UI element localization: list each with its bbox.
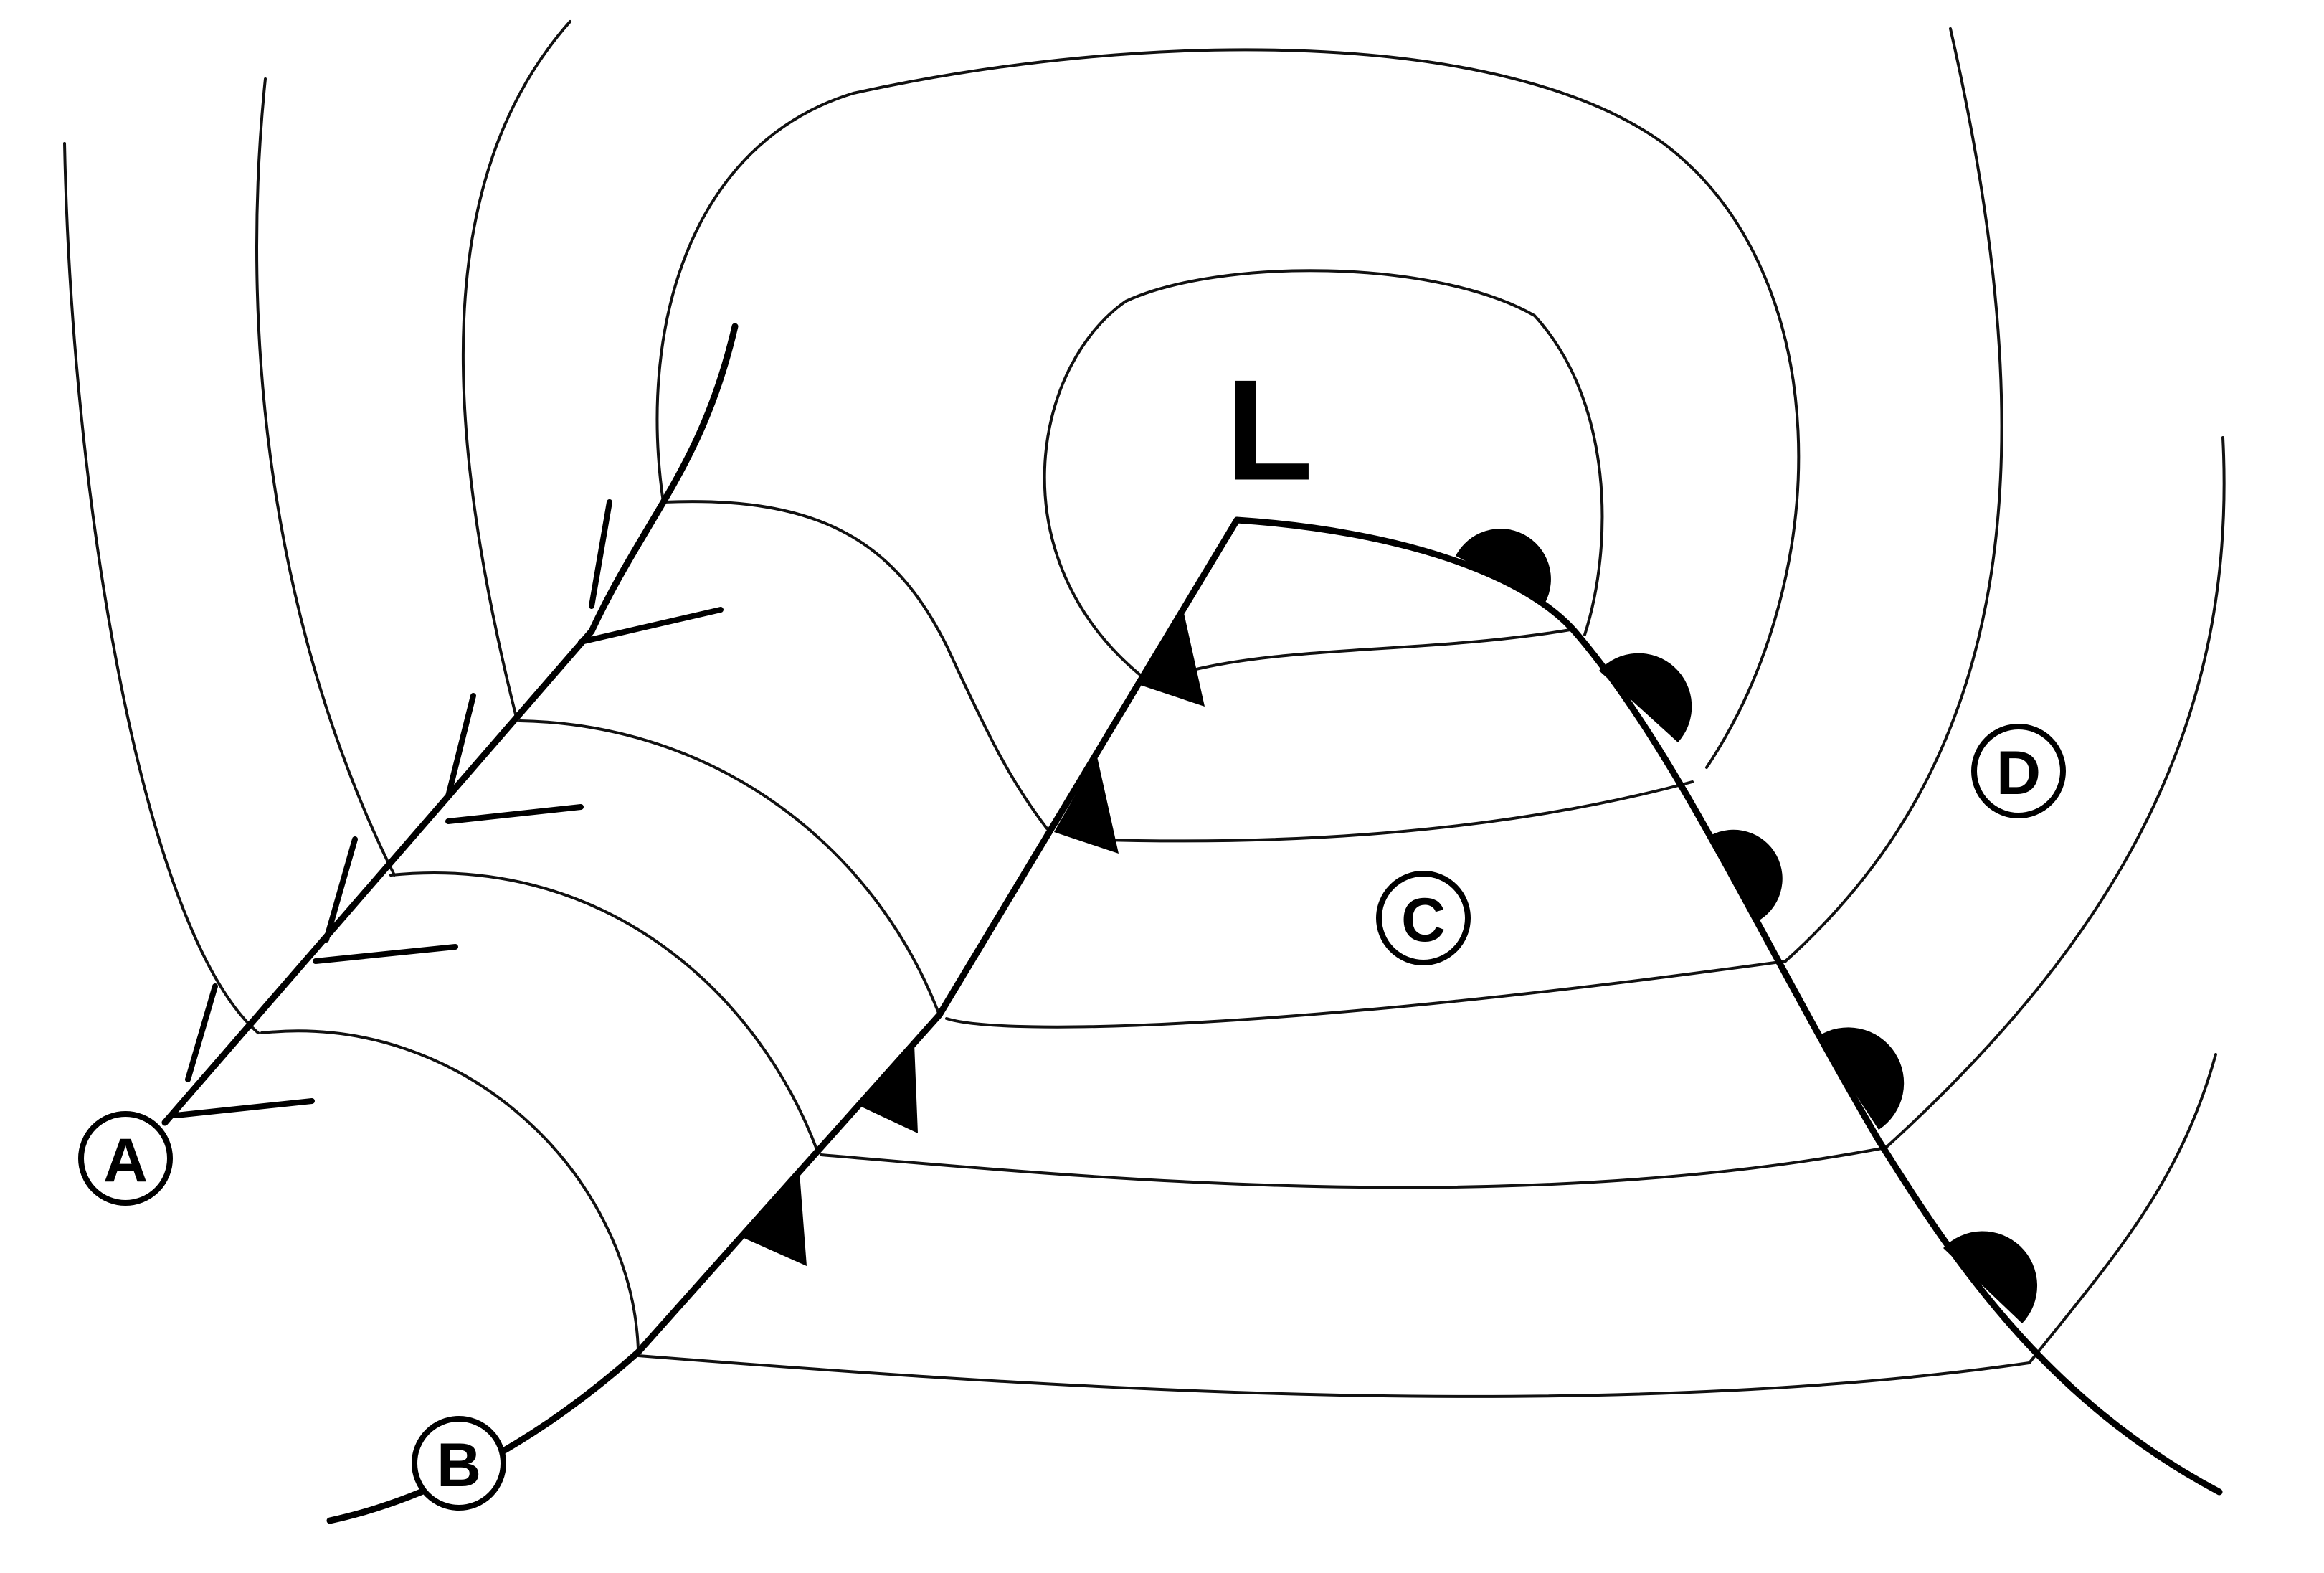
point-b-label: B <box>437 1431 481 1500</box>
isobar-inner-loop <box>1043 269 1604 679</box>
isobar-warm-sector-5 <box>637 1354 2031 1398</box>
warm-front-semicircle <box>1943 1231 2038 1323</box>
isobar-cold-sector-3 <box>389 871 819 1153</box>
occluded-front-barbs <box>173 499 724 1118</box>
cold-front-triangle <box>742 1173 807 1266</box>
point-a-marker: A <box>78 1111 173 1206</box>
isobar-cold-sector-4 <box>260 1029 640 1350</box>
isobar-left-3 <box>461 20 571 719</box>
warm-front-semicircles <box>1456 529 2038 1323</box>
isobar-warm-sector-2 <box>1081 780 1694 843</box>
isobar-outer-loop <box>655 48 1801 769</box>
isobar-east-1 <box>1784 27 2003 963</box>
isobar-east-2 <box>1884 436 2226 1149</box>
point-d-label: D <box>1996 739 2041 808</box>
cold-front-line <box>326 516 1241 1524</box>
isobar-east-3 <box>2028 1053 2217 1364</box>
warm-front-semicircle <box>1710 829 1783 922</box>
cold-front-triangle <box>1054 757 1119 854</box>
occluded-front-line <box>161 323 739 1126</box>
point-c-label: C <box>1401 886 1446 955</box>
low-pressure-label: L <box>1225 351 1313 511</box>
point-b-marker: B <box>412 1416 506 1511</box>
warm-front-semicircle <box>1456 529 1551 603</box>
isobar-cold-sector-2 <box>518 719 941 1016</box>
isobar-left-2 <box>255 77 396 877</box>
cold-front-triangles <box>742 610 1205 1266</box>
cold-front-triangle <box>857 1044 918 1133</box>
warm-front-semicircle <box>1599 653 1692 742</box>
point-d-marker: D <box>1971 724 2066 818</box>
warm-front-line <box>1233 516 2223 1496</box>
isobar-warm-sector-4 <box>820 1146 1887 1189</box>
isobar-warm-sector-1 <box>1189 628 1572 672</box>
cold-front-triangle <box>1140 610 1205 707</box>
warm-front-semicircle <box>1818 1027 1905 1130</box>
point-a-label: A <box>103 1126 148 1195</box>
isobar-left-1 <box>63 142 260 1034</box>
isobar-cold-sector-1 <box>662 500 1048 830</box>
point-c-marker: C <box>1376 871 1471 965</box>
isobar-warm-sector-3 <box>945 960 1787 1029</box>
